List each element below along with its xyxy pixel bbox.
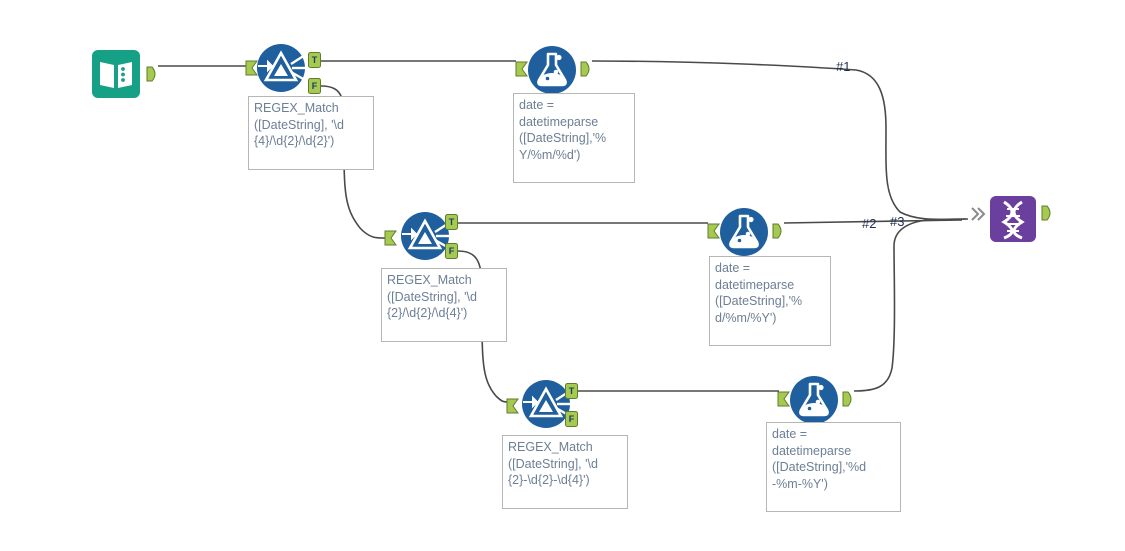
annotation-filter-2[interactable]: REGEX_Match ([DateString], '\d {2}/\d{2}…: [381, 268, 507, 342]
formula-tool-2[interactable]: [718, 206, 770, 258]
filter-tool-2-output-anchor-t[interactable]: [445, 214, 458, 230]
filter-tool-2-input-anchor[interactable]: [384, 230, 397, 246]
annotation-formula-3[interactable]: date = datetimeparse ([DateString],'%d -…: [766, 422, 901, 512]
formula-tool-1-input-anchor[interactable]: [515, 61, 528, 77]
annotation-filter-3[interactable]: REGEX_Match ([DateString], '\d {2}-\d{2}…: [502, 435, 628, 509]
filter-prism-icon: [401, 212, 450, 260]
filter-tool-1-output-anchor-f[interactable]: [308, 78, 321, 94]
flask-icon: [528, 46, 576, 94]
filter-prism-icon: [257, 44, 306, 92]
input-data-tool[interactable]: [90, 48, 142, 100]
filter-tool-1-output-anchor-t[interactable]: [308, 52, 321, 68]
connection-label-1: #1: [836, 59, 851, 74]
filter-tool-2-output-anchor-f[interactable]: [445, 243, 458, 259]
formula-tool-1[interactable]: [526, 44, 578, 96]
union-tool-output-anchor[interactable]: [1041, 205, 1054, 221]
filter-tool-2[interactable]: [399, 210, 451, 262]
wire-formula-1-to-union[interactable]: [591, 60, 969, 221]
formula-tool-1-output-anchor[interactable]: [580, 61, 593, 77]
annotation-filter-1[interactable]: REGEX_Match ([DateString], '\d {4}/\d{2}…: [248, 96, 374, 170]
annotation-formula-1[interactable]: date = datetimeparse ([DateString],'% Y/…: [513, 93, 635, 183]
formula-tool-2-output-anchor[interactable]: [772, 223, 785, 239]
formula-tool-2-input-anchor[interactable]: [707, 223, 720, 239]
union-tool[interactable]: [987, 193, 1039, 245]
wire-formula-3-to-union[interactable]: [853, 218, 967, 392]
filter-tool-3-input-anchor[interactable]: [506, 398, 519, 414]
union-helix-icon: [990, 196, 1036, 242]
formula-tool-3-input-anchor[interactable]: [777, 391, 790, 407]
flask-icon: [720, 208, 768, 256]
book-icon: [92, 50, 140, 98]
formula-tool-3[interactable]: [788, 374, 840, 426]
input-data-tool-output-anchor[interactable]: [146, 66, 159, 82]
filter-tool-3-output-anchor-f[interactable]: [565, 411, 578, 427]
formula-tool-3-output-anchor[interactable]: [842, 391, 855, 407]
annotation-formula-2[interactable]: date = datetimeparse ([DateString],'% d/…: [709, 256, 831, 346]
filter-tool-1-input-anchor[interactable]: [245, 60, 258, 76]
flask-icon: [790, 376, 838, 424]
union-tool-input-anchor[interactable]: [971, 206, 986, 222]
connection-label-3: #3: [890, 214, 905, 229]
filter-tool-3-output-anchor-t[interactable]: [565, 383, 578, 399]
filter-tool-1[interactable]: [255, 42, 307, 94]
connection-label-2: #2: [862, 216, 877, 231]
